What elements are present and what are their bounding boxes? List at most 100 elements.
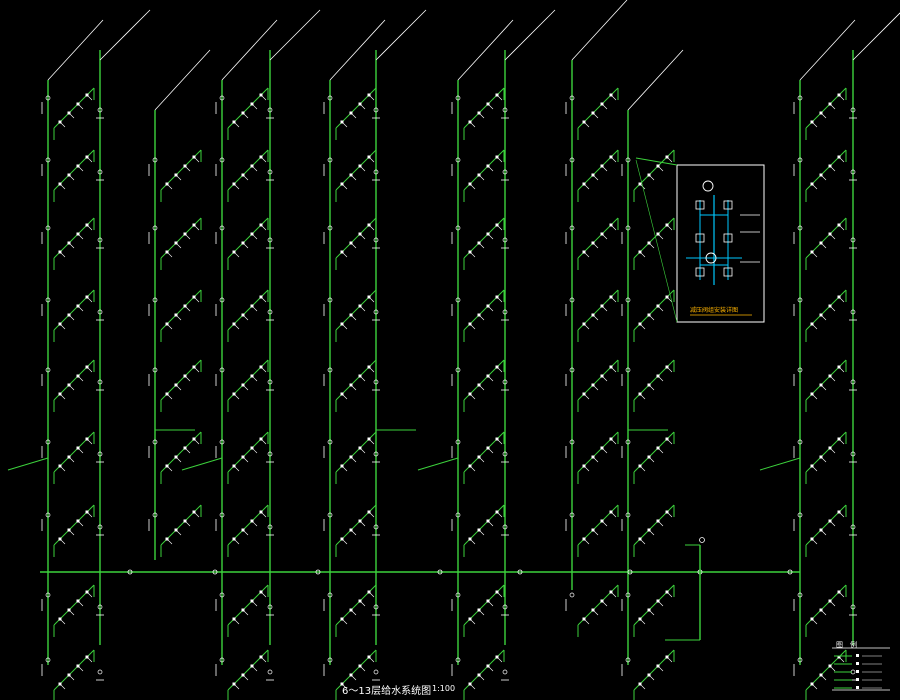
fixture-stub	[820, 609, 827, 616]
fixture-stub	[193, 224, 200, 231]
valve-symbol	[373, 604, 379, 610]
fixture-mark	[837, 510, 841, 514]
riser-group-1	[7, 9, 151, 700]
fixture-stub	[829, 233, 836, 240]
fixture-stub	[478, 529, 485, 536]
feeder-pipe	[759, 457, 801, 471]
fixture-stub	[68, 384, 75, 391]
fixture-stub	[251, 305, 258, 312]
fixture-stub	[592, 609, 599, 616]
fixture-stub	[68, 674, 75, 681]
floor-level-marker	[45, 512, 51, 518]
fixture-stub	[478, 456, 485, 463]
fixture-stub	[68, 112, 75, 119]
fixture-stub	[59, 393, 66, 400]
floor-level-marker	[152, 512, 158, 518]
fixture-stub	[184, 165, 191, 172]
fixture-stub	[233, 618, 240, 625]
valve-symbol	[502, 169, 508, 175]
fixture-stub	[487, 103, 494, 110]
fixture-stub	[829, 447, 836, 454]
vent-line	[571, 0, 628, 61]
fixture-stub	[350, 174, 357, 181]
floor-level-marker	[625, 592, 631, 598]
fixture-stub	[583, 538, 590, 545]
floor-level-marker	[219, 157, 225, 163]
floor-level-marker	[569, 592, 575, 598]
fixture-stub	[193, 156, 200, 163]
fixture-stub	[610, 366, 617, 373]
fixture-stub	[184, 233, 191, 240]
fixture-stub	[838, 94, 845, 101]
legend-symbol	[856, 654, 859, 657]
fixture-stub	[368, 94, 375, 101]
valve-symbol	[502, 237, 508, 243]
floor-level-marker	[797, 157, 803, 163]
fixture-stub	[811, 465, 818, 472]
fixture-stub	[610, 438, 617, 445]
fixture-stub	[251, 233, 258, 240]
fixture-stub	[478, 242, 485, 249]
fixture-stub	[175, 384, 182, 391]
fixture-stub	[601, 520, 608, 527]
fixture-stub	[820, 674, 827, 681]
fixture-mark	[192, 510, 196, 514]
feeder-pipe	[7, 457, 49, 471]
fixture-stub	[166, 251, 173, 258]
fixture-stub	[666, 438, 673, 445]
riser-group-7	[621, 49, 684, 700]
fixture-stub	[59, 251, 66, 258]
floor-level-marker	[45, 592, 51, 598]
valve-symbol	[267, 237, 273, 243]
fixture-stub	[59, 323, 66, 330]
floor-level-marker	[797, 512, 803, 518]
fixture-stub	[496, 156, 503, 163]
floor-level-marker	[569, 225, 575, 231]
header-fitting	[627, 569, 633, 575]
fixture-stub	[829, 665, 836, 672]
fixture-stub	[77, 520, 84, 527]
fixture-stub	[68, 609, 75, 616]
fixture-stub	[251, 447, 258, 454]
fixture-stub	[601, 600, 608, 607]
floor-level-marker	[152, 225, 158, 231]
fixture-stub	[811, 393, 818, 400]
fixture-stub	[175, 314, 182, 321]
fixture-stub	[59, 683, 66, 690]
fixture-stub	[487, 665, 494, 672]
fixture-stub	[77, 375, 84, 382]
valve-symbol	[850, 169, 856, 175]
valve-symbol	[97, 604, 103, 610]
header-fitting	[315, 569, 321, 575]
fixture-stub	[592, 174, 599, 181]
fixture-stub	[657, 520, 664, 527]
floor-level-marker	[569, 297, 575, 303]
fixture-stub	[583, 393, 590, 400]
floor-level-marker	[455, 95, 461, 101]
fixture-stub	[478, 609, 485, 616]
header-fitting	[212, 569, 218, 575]
fixture-stub	[648, 609, 655, 616]
fixture-stub	[811, 538, 818, 545]
fixture-stub	[496, 438, 503, 445]
fixture-stub	[350, 384, 357, 391]
valve-symbol	[267, 309, 273, 315]
fixture-stub	[838, 296, 845, 303]
valve-symbol	[502, 379, 508, 385]
fixture-stub	[341, 323, 348, 330]
floor-level-marker	[569, 95, 575, 101]
vent-line	[221, 19, 278, 81]
fixture-stub	[368, 224, 375, 231]
fixture-stub	[184, 520, 191, 527]
riser-group-4	[323, 9, 427, 700]
detail-frame	[676, 164, 765, 323]
header-fitting	[517, 569, 523, 575]
fixture-stub	[829, 305, 836, 312]
valve-symbol	[695, 200, 705, 210]
vent-line	[852, 12, 900, 61]
floor-level-marker	[455, 657, 461, 663]
vent-line	[627, 49, 684, 111]
fixture-stub	[648, 242, 655, 249]
fixture-stub	[166, 465, 173, 472]
fixture-stub	[359, 165, 366, 172]
